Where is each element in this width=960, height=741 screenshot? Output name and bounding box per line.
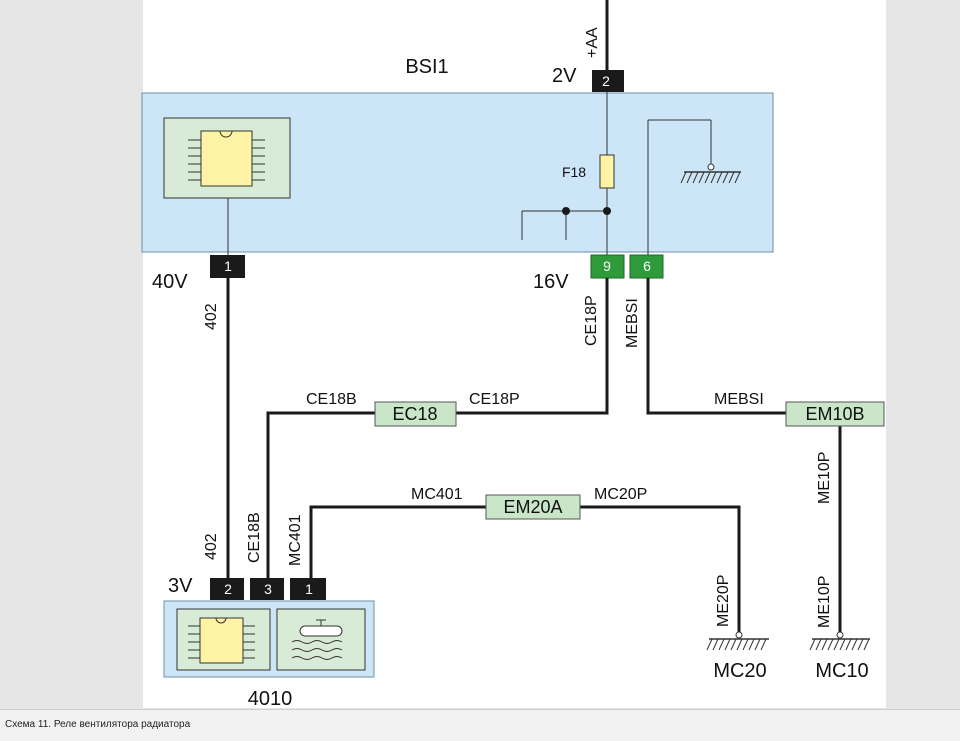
- connector-2v-pin-label: 2: [602, 73, 610, 89]
- ground-mc10-label: MC10: [815, 660, 868, 682]
- wire-me10p-top-label: ME10P: [816, 452, 833, 504]
- bsi-internal-ground-line: [647, 119, 712, 258]
- connector-16v-label: 16V: [533, 271, 569, 293]
- figure-caption-bar: Схема 11. Реле вентилятора радиатора: [0, 709, 960, 741]
- ground-mc10-icon: [809, 631, 870, 651]
- connector-3v-pin-3: [250, 578, 284, 600]
- wire-mebsi-horizontal-label: MEBSI: [714, 391, 764, 408]
- wire-mc20p-horizontal-label: MC20P: [594, 486, 647, 503]
- wire-mc20p: [580, 505, 741, 635]
- bsi-module-label: BSI1: [405, 56, 448, 78]
- fuse-label: F18: [562, 164, 586, 180]
- wire-ce18b-vertical-label: CE18B: [246, 512, 263, 563]
- ground-mc20-label: MC20: [713, 660, 766, 682]
- wire-ce18b-horizontal-label: CE18B: [306, 391, 357, 408]
- splice-ec18: [374, 401, 457, 427]
- wire-mc401-vertical-label: MC401: [287, 514, 304, 566]
- connector-3v-pin-1-label: 1: [305, 581, 313, 597]
- wire-ce18p-vertical-label: CE18P: [583, 295, 600, 346]
- relay-chip-icon: [188, 617, 255, 664]
- connector-40v-pin: [210, 255, 245, 278]
- wire-mebsi: [646, 278, 786, 415]
- connector-16v-pin-9-label: 9: [603, 258, 611, 274]
- wire-ce18p-horizontal-label: CE18P: [469, 391, 520, 408]
- connector-40v-pin-label: 1: [224, 258, 232, 274]
- fuse-f18: [599, 154, 615, 189]
- supply-label: +AA: [584, 27, 601, 58]
- splice-em10b-label: EM10B: [805, 404, 864, 424]
- connector-16v-pin-6-label: 6: [643, 258, 651, 274]
- wire-ce18b: [266, 411, 375, 578]
- connector-40v-label: 40V: [152, 271, 188, 293]
- connector-2v-pin: [592, 70, 624, 92]
- connector-3v-pin-1: [290, 578, 326, 600]
- coolant-temperature-icon: [291, 619, 343, 660]
- splice-ec18-label: EC18: [392, 404, 437, 424]
- splice-em20a-label: EM20A: [503, 497, 562, 517]
- relay-coolant-box: [276, 608, 366, 671]
- figure-caption: Схема 11. Реле вентилятора радиатора: [5, 719, 191, 730]
- relay-module-label: 4010: [248, 688, 293, 708]
- internal-ground-icon: [680, 163, 741, 184]
- wire-mc401: [309, 505, 486, 578]
- wire-ce18p: [456, 278, 609, 415]
- wire-402-top-label: 402: [203, 303, 220, 330]
- wiring-diagram: BSI1 +AA F18: [141, 0, 885, 708]
- connector-3v-pin-2: [210, 578, 244, 600]
- connector-3v-label: 3V: [168, 575, 193, 597]
- wire-mc401-horizontal-label: MC401: [411, 486, 463, 503]
- connector-3v-pin-3-label: 3: [264, 581, 272, 597]
- bsi-chip-icon: [188, 130, 265, 187]
- junction-dot: [562, 207, 570, 215]
- junction-dot: [603, 207, 611, 215]
- connector-2v-label: 2V: [552, 65, 577, 87]
- ground-mc20-icon: [706, 631, 769, 651]
- splice-em10b: [785, 401, 885, 427]
- wire-me20p-vertical-label: ME20P: [715, 575, 732, 627]
- connector-3v-pin-2-label: 2: [224, 581, 232, 597]
- wire-402-bottom-label: 402: [203, 533, 220, 560]
- wire-me10p-bottom-label: ME10P: [816, 576, 833, 628]
- splice-em20a: [485, 494, 581, 520]
- wire-mebsi-vertical-label: MEBSI: [624, 298, 641, 348]
